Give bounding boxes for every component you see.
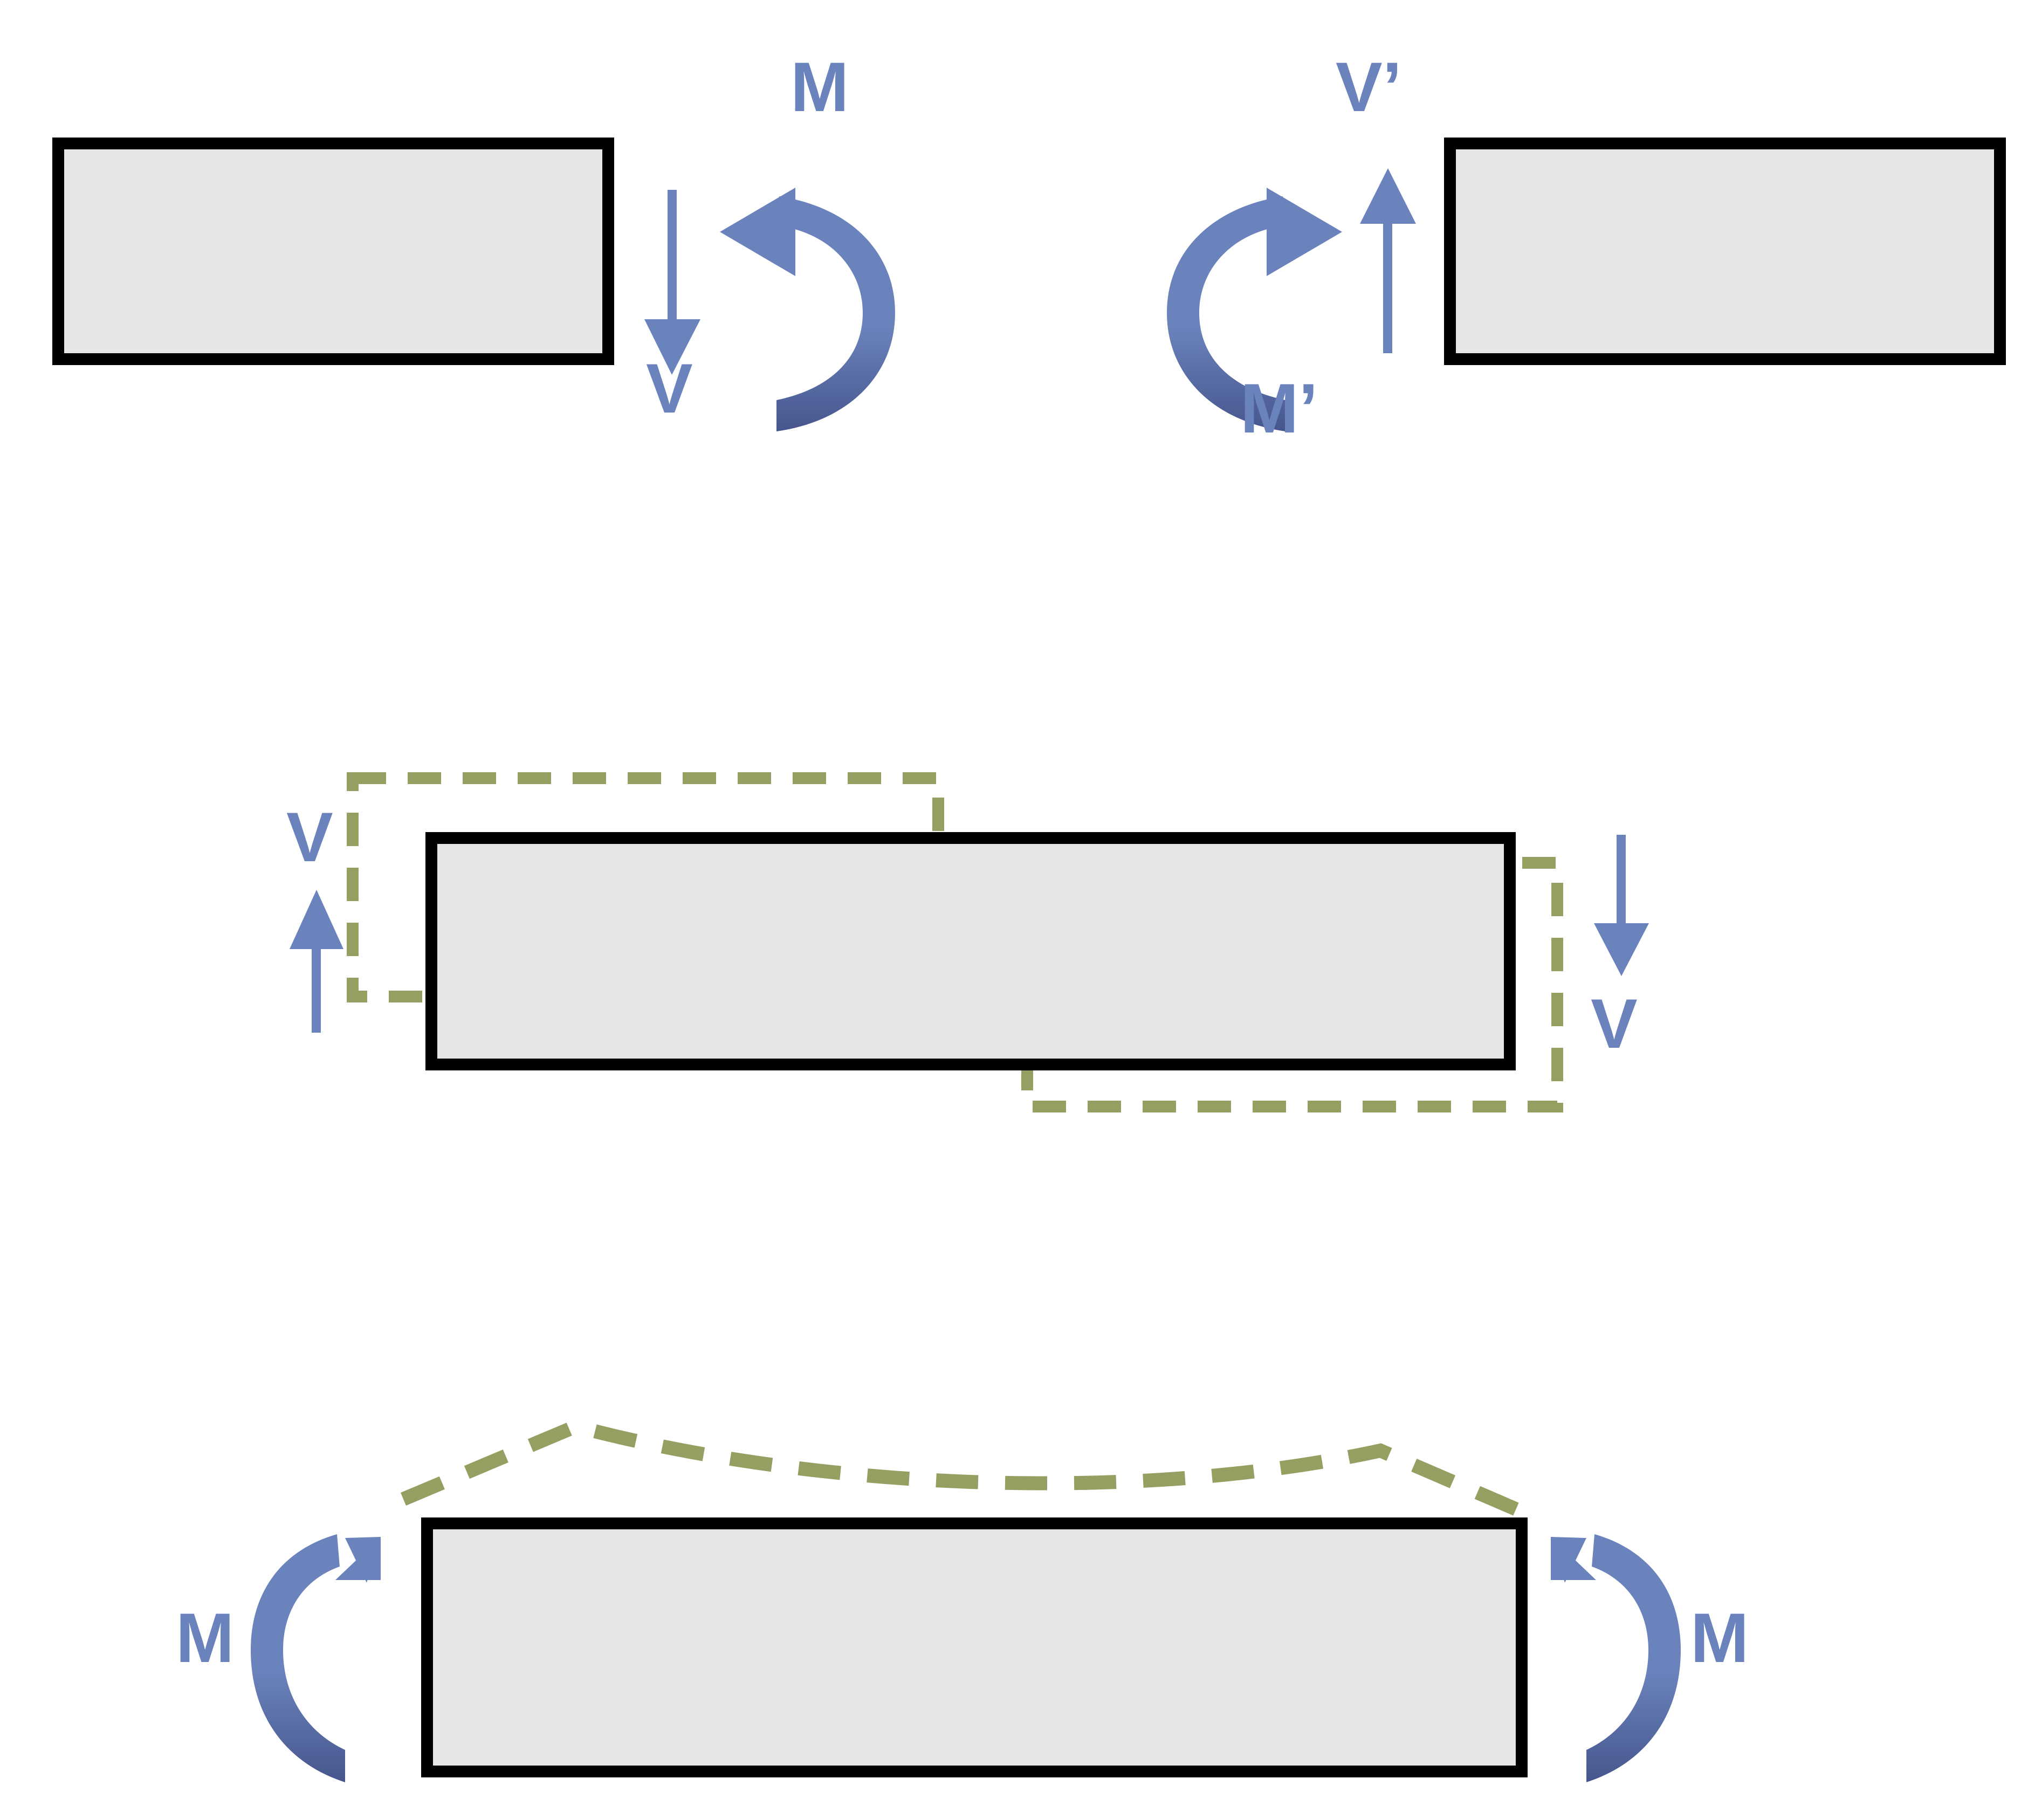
label-shear-prime-right: V’	[1336, 47, 1402, 126]
panel-shear-deformation	[290, 772, 1649, 1112]
panel-sign-convention	[52, 138, 2006, 431]
moment-arrow-counterclockwise-right-icon	[1551, 1534, 1681, 1782]
shear-arrow-up-icon	[1360, 168, 1416, 353]
label-shear-deformation-left: V	[286, 798, 333, 876]
moment-arrow-counterclockwise-icon	[720, 188, 895, 431]
label-moment-prime-right: M’	[1240, 369, 1318, 448]
label-moment-bending-left: M	[176, 1598, 235, 1677]
shear-arrow-up-left-icon	[290, 890, 343, 1033]
shear-arrow-down-icon	[644, 190, 700, 375]
beam-segment-right	[1444, 138, 2006, 365]
beam-segment-left	[52, 138, 614, 365]
moment-arrow-clockwise-left-icon	[251, 1534, 381, 1782]
label-shear-left: V	[646, 349, 693, 428]
moment-arrow-clockwise-icon	[1167, 188, 1342, 431]
beam-shear-undeformed	[425, 832, 1516, 1070]
label-moment-bending-right: M	[1690, 1598, 1749, 1677]
label-shear-deformation-right: V	[1591, 984, 1638, 1063]
panel-bending-deformation	[251, 1419, 1681, 1782]
beam-bending-undeformed	[421, 1517, 1528, 1777]
shear-arrow-down-right-icon	[1594, 835, 1649, 976]
label-moment-left: M	[790, 47, 849, 126]
deformed-outline-left-icon	[347, 772, 944, 1002]
